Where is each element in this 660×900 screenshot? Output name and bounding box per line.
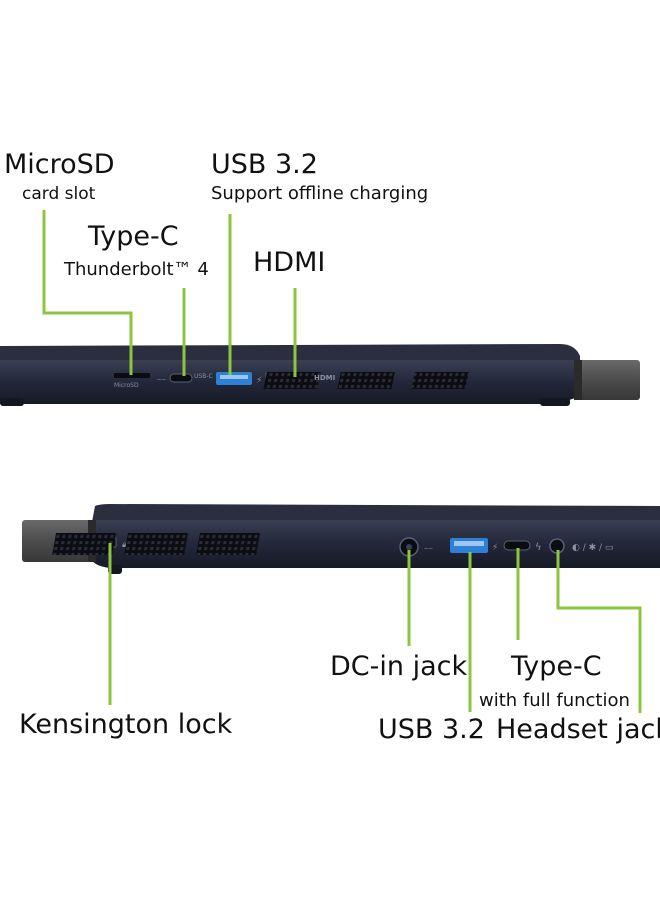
- bottom-laptop-lid: [92, 504, 660, 522]
- microsd-label: MicroSD: [4, 149, 115, 180]
- type-c-port-text: USB-C: [194, 373, 213, 380]
- microsd-port-text: MicroSD: [114, 382, 139, 389]
- top-vent-1: [263, 372, 321, 389]
- bottom-type-c-sublabel: with full function: [479, 690, 630, 711]
- bottom-type-c-label: Type-C: [511, 651, 602, 682]
- bottom-vent-3: [196, 533, 261, 555]
- headset-callout-line: [556, 550, 642, 713]
- microsd-sublabel: card slot: [22, 184, 96, 204]
- top-usb-port-tongue: [220, 375, 248, 379]
- top-usb-label: USB 3.2: [211, 149, 318, 180]
- dc-in-label: DC-in jack: [330, 651, 468, 682]
- top-vent-3: [411, 372, 469, 389]
- hdmi-port-text: HDMI: [314, 374, 336, 382]
- microsd-slot: [114, 373, 150, 378]
- dc-in-pin: [406, 544, 412, 550]
- top-type-c-label: Type-C: [88, 221, 179, 252]
- bottom-usb-symbol: ⚡: [492, 543, 498, 553]
- bottom-usb-label: USB 3.2: [378, 714, 485, 745]
- kensington-label: Kensington lock: [19, 709, 233, 740]
- bottom-usb-port-tongue: [454, 541, 484, 546]
- status-led-icons: ◐ ∕ ✱ ∕ ▭: [572, 543, 613, 553]
- top-laptop: ‒‒ ⚡: [0, 344, 640, 406]
- bottom-vent-1: [52, 533, 117, 555]
- hdmi-label: HDMI: [253, 247, 326, 278]
- bottom-laptop: 🔒︎ ‒‒ ⚡ ϟ ◐ ∕ ✱ ∕ ▭: [22, 504, 660, 574]
- microsd-callout-line: [42, 210, 133, 375]
- thunderbolt-symbol: ϟ: [535, 542, 542, 553]
- top-type-c-port: [169, 373, 193, 383]
- callout-lines: [42, 210, 642, 713]
- dc-in-mark: ‒‒: [424, 544, 433, 552]
- top-laptop-foot-right: [540, 398, 570, 406]
- top-laptop-hinge: [574, 360, 640, 400]
- top-type-c-sublabel: Thunderbolt™ 4: [64, 259, 209, 280]
- top-laptop-foot-left: [0, 398, 24, 406]
- kensington-lock-symbol: 🔒︎: [122, 540, 127, 550]
- top-usb-symbol: ⚡: [256, 376, 262, 386]
- headset-label: Headset jack: [496, 714, 660, 745]
- top-laptop-hinge-edge: [574, 360, 582, 400]
- type-c-dc-mark: ‒‒: [157, 375, 166, 383]
- bottom-vent-2: [124, 533, 189, 555]
- top-vent-2: [337, 372, 395, 389]
- top-laptop-lid: [0, 344, 580, 362]
- top-usb-sublabel: Support offline charging: [211, 183, 429, 204]
